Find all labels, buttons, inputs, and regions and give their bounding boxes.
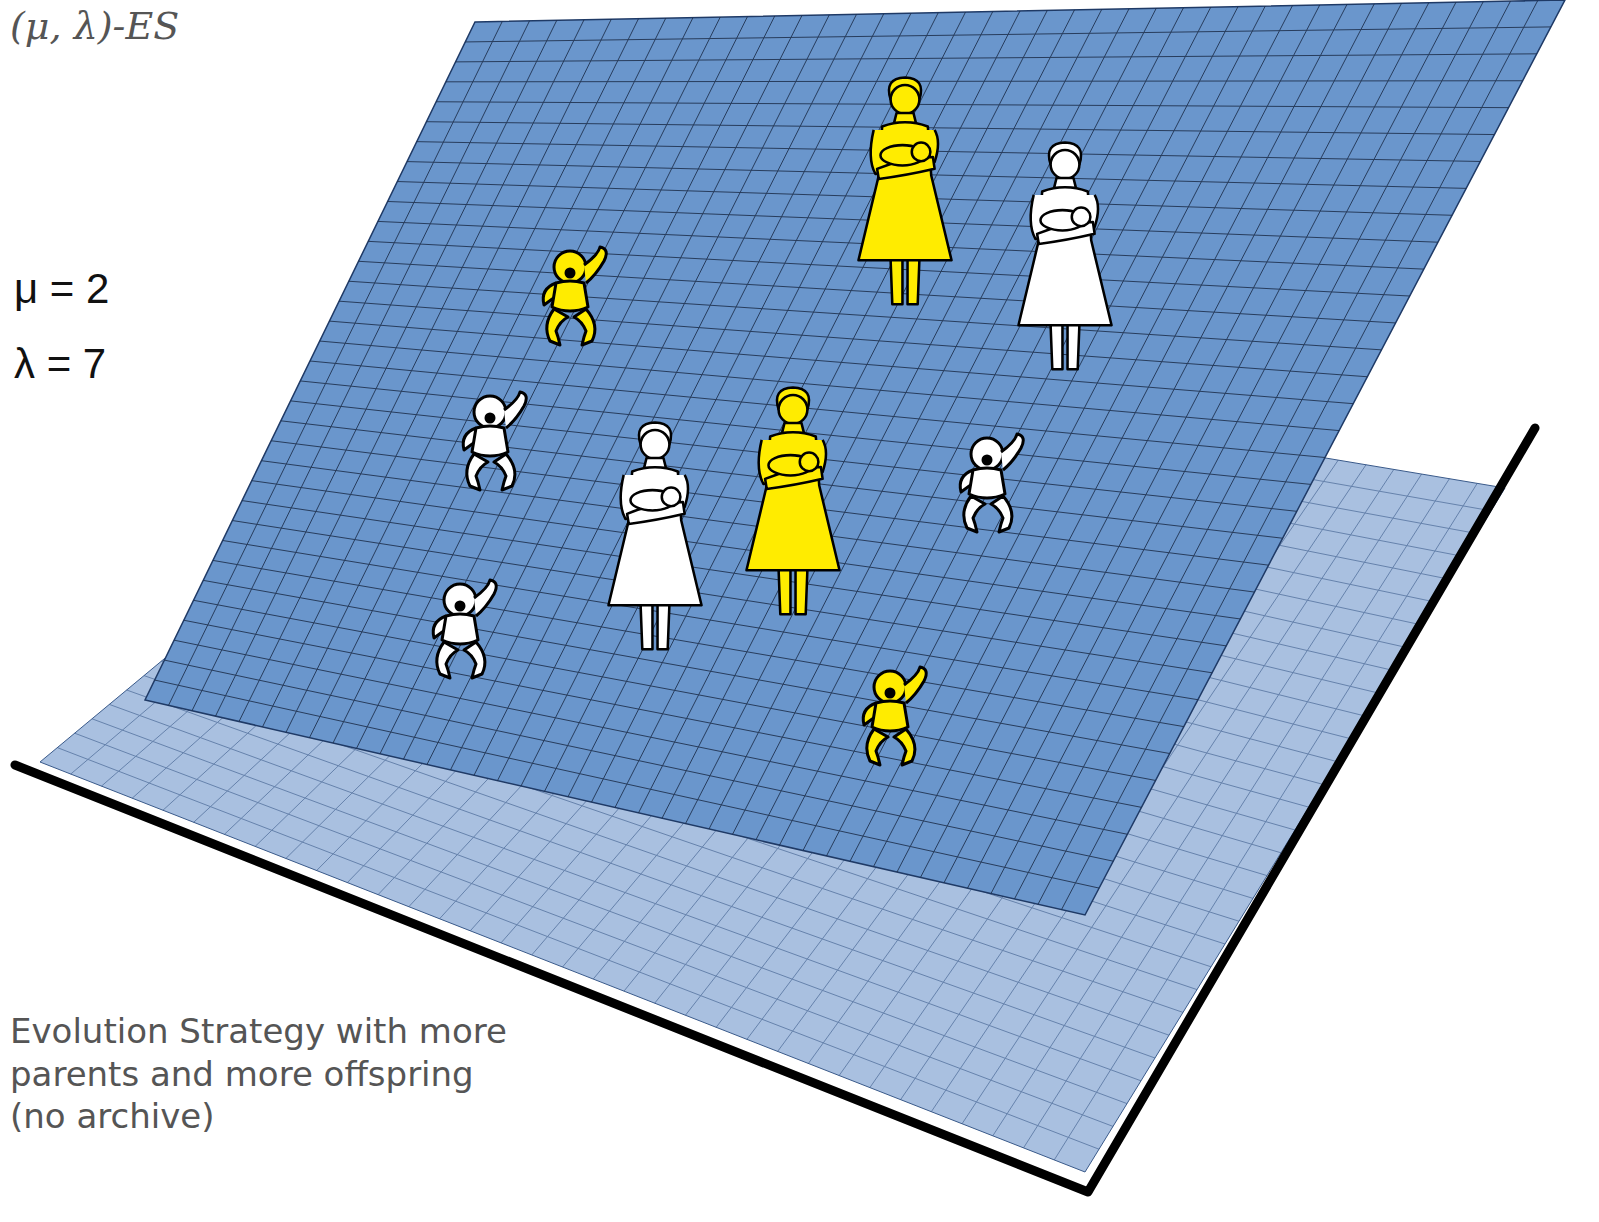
slide-caption: Evolution Strategy with more parents and… xyxy=(10,1010,530,1138)
parameter-label: λ = 7 xyxy=(14,340,106,388)
slide-title: (μ, λ)-ES xyxy=(10,4,179,48)
parameter-label: μ = 2 xyxy=(14,265,109,313)
